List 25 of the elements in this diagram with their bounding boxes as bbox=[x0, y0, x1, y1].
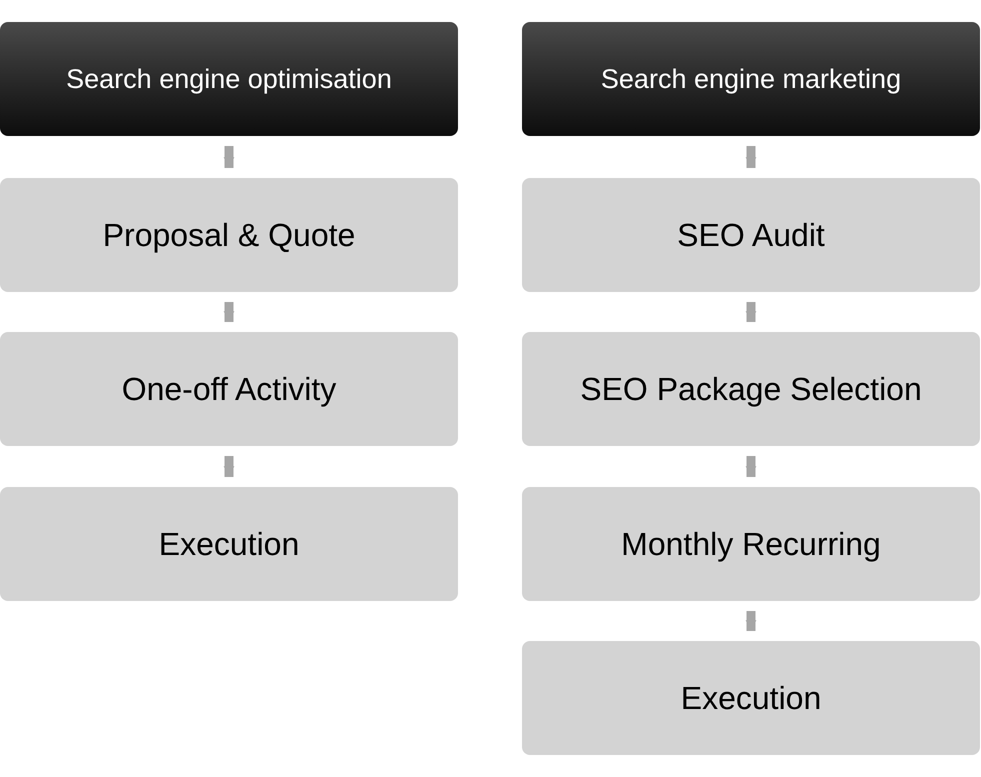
process-box bbox=[522, 487, 980, 601]
process-box bbox=[0, 487, 458, 601]
box-label: SEO Audit bbox=[677, 216, 825, 255]
arrow bbox=[224, 146, 234, 168]
arrow bbox=[746, 611, 756, 631]
process-box bbox=[522, 332, 980, 446]
process-box bbox=[0, 178, 458, 292]
box-label: Search engine marketing bbox=[600, 62, 902, 96]
box-label: Monthly Recurring bbox=[621, 525, 881, 564]
process-box bbox=[522, 641, 980, 755]
box-label: One-off Activity bbox=[122, 370, 336, 409]
process-box bbox=[522, 178, 980, 292]
arrow bbox=[746, 302, 756, 322]
arrow bbox=[224, 456, 234, 477]
box-label: Search engine optimisation bbox=[66, 62, 392, 96]
box-label: Execution bbox=[680, 679, 822, 718]
header-box bbox=[522, 22, 980, 136]
arrow bbox=[746, 456, 756, 477]
arrow bbox=[746, 146, 756, 168]
header-box bbox=[0, 22, 458, 136]
box-label: Execution bbox=[158, 525, 300, 564]
process-box bbox=[0, 332, 458, 446]
box-label: SEO Package Selection bbox=[580, 370, 922, 409]
arrow bbox=[224, 302, 234, 322]
box-label: Proposal & Quote bbox=[102, 216, 356, 255]
